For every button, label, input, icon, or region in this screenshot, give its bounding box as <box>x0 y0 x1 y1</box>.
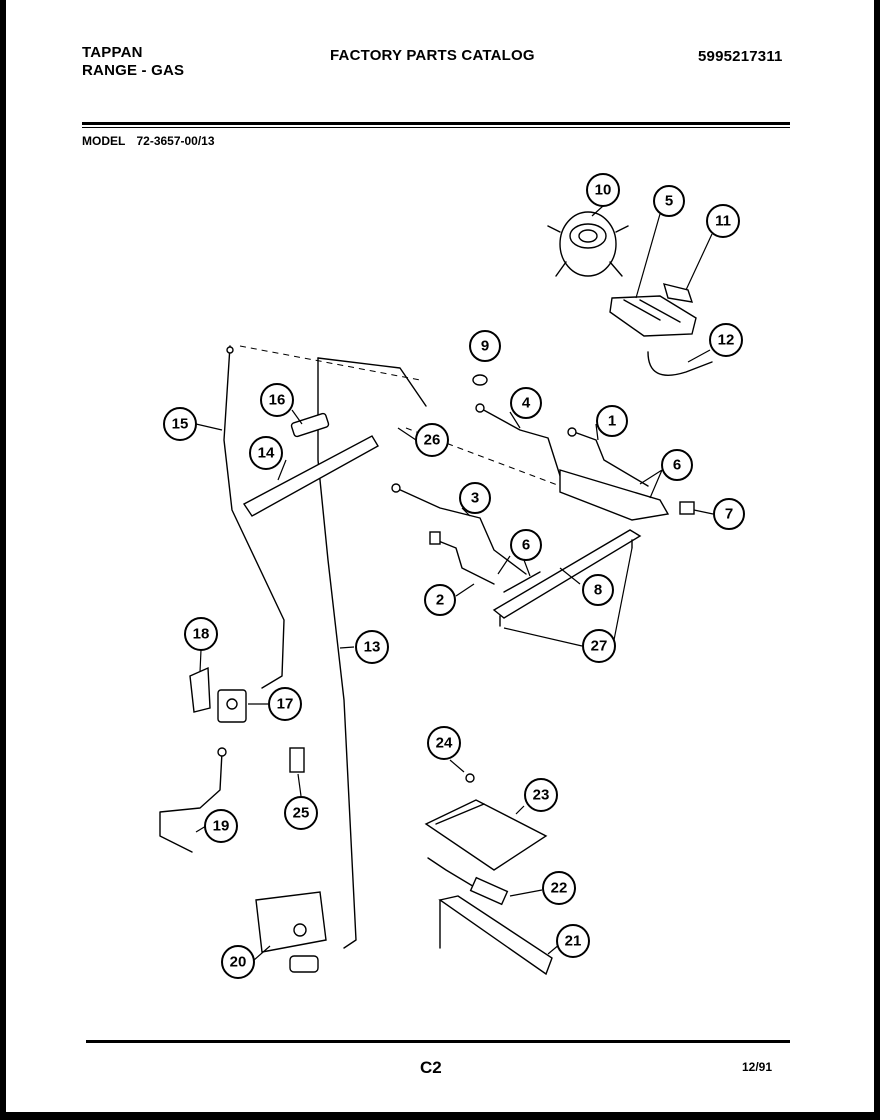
svg-text:3: 3 <box>471 490 479 507</box>
model-line: MODEL 72-3657-00/13 <box>82 134 215 148</box>
svg-text:12: 12 <box>718 332 735 349</box>
catalog-title: FACTORY PARTS CATALOG <box>330 47 535 64</box>
part-3-tube <box>391 483 527 575</box>
revision-date: 12/91 <box>742 1060 773 1074</box>
callout-1: 1 <box>596 405 628 437</box>
catalog-part-number: 5995217311 <box>698 48 783 65</box>
callout-21: 21 <box>556 924 590 958</box>
part-12-wire <box>647 351 713 376</box>
svg-text:8: 8 <box>594 582 602 599</box>
callout-17: 17 <box>268 687 302 721</box>
callout-16: 16 <box>260 383 294 417</box>
callout-6a: 6 <box>661 449 693 481</box>
part-15-tube <box>223 345 285 689</box>
part-6-manifold-fitting <box>559 469 670 521</box>
svg-text:7: 7 <box>725 506 733 523</box>
model-label: MODEL <box>82 134 126 148</box>
callout-10: 10 <box>586 173 620 207</box>
svg-text:6: 6 <box>522 537 530 554</box>
svg-text:25: 25 <box>293 805 310 822</box>
callout-12: 12 <box>709 323 743 357</box>
part-25-switch <box>289 747 305 773</box>
model-number: 72-3657-00/13 <box>136 134 215 148</box>
svg-text:9: 9 <box>481 338 489 355</box>
part-11-clip <box>662 283 694 303</box>
page-number: C2 <box>420 1058 442 1077</box>
svg-text:16: 16 <box>269 392 286 409</box>
brand-name: TAPPAN <box>82 44 143 61</box>
svg-text:4: 4 <box>522 395 531 412</box>
part-5-bracket <box>609 295 697 337</box>
svg-text:5: 5 <box>665 193 673 210</box>
svg-text:11: 11 <box>715 213 731 230</box>
part-19-wire <box>159 747 227 853</box>
footer-rule <box>86 1040 790 1043</box>
part-23-shield <box>424 799 548 871</box>
svg-text:19: 19 <box>213 818 230 835</box>
svg-text:17: 17 <box>277 696 294 713</box>
part-24-screw <box>465 773 475 783</box>
part-10-valve-assembly <box>547 211 629 277</box>
callout-26: 26 <box>415 423 449 457</box>
svg-text:6: 6 <box>673 457 681 474</box>
svg-text:27: 27 <box>591 638 608 655</box>
part-7-connector <box>679 501 695 515</box>
svg-text:20: 20 <box>230 954 247 971</box>
callout-15: 15 <box>163 407 197 441</box>
callout-25: 25 <box>284 796 318 830</box>
part-27-screws <box>499 539 633 627</box>
part-21-burner <box>438 895 553 976</box>
header-rule-thick <box>82 122 790 125</box>
svg-text:2: 2 <box>436 592 444 609</box>
callout-22: 22 <box>542 871 576 905</box>
header-brand-block: TAPPAN RANGE - GAS <box>82 44 184 80</box>
part-13-tube <box>317 357 427 949</box>
callout-27: 27 <box>582 629 616 663</box>
svg-text:10: 10 <box>595 182 612 199</box>
svg-text:15: 15 <box>172 416 189 433</box>
product-type: RANGE - GAS <box>82 62 185 79</box>
callout-6b: 6 <box>510 529 542 561</box>
part-22-igniter <box>427 857 509 906</box>
part-20-regulator <box>255 891 327 973</box>
svg-text:21: 21 <box>565 933 582 950</box>
svg-text:26: 26 <box>424 432 441 449</box>
callout-18: 18 <box>184 617 218 651</box>
callout-20: 20 <box>221 945 255 979</box>
callout-11: 11 <box>706 204 740 238</box>
callout-23: 23 <box>524 778 558 812</box>
svg-text:14: 14 <box>258 445 275 462</box>
callout-4: 4 <box>510 387 542 419</box>
callout-2: 2 <box>424 584 456 616</box>
part-1-tube <box>567 427 649 487</box>
callout-9: 9 <box>469 330 501 362</box>
part-9-grommet <box>472 374 488 386</box>
callout-24: 24 <box>427 726 461 760</box>
callout-13: 13 <box>355 630 389 664</box>
header-rule-thin <box>82 127 790 128</box>
svg-text:24: 24 <box>436 735 453 752</box>
callout-7: 7 <box>713 498 745 530</box>
callout-3: 3 <box>459 482 491 514</box>
callout-14: 14 <box>249 436 283 470</box>
part-16-fitting <box>290 412 330 438</box>
callout-5: 5 <box>653 185 685 217</box>
part-17-valve <box>217 689 247 723</box>
svg-text:13: 13 <box>364 639 381 656</box>
svg-text:23: 23 <box>533 787 550 804</box>
svg-text:1: 1 <box>608 413 616 430</box>
part-14-burner-tube <box>242 435 379 517</box>
callout-19: 19 <box>204 809 238 843</box>
leader-lines <box>195 205 714 961</box>
part-18-bracket <box>189 666 211 713</box>
part-2-tube <box>429 531 495 585</box>
callout-8: 8 <box>582 574 614 606</box>
svg-text:18: 18 <box>193 626 210 643</box>
svg-text:22: 22 <box>551 880 568 897</box>
